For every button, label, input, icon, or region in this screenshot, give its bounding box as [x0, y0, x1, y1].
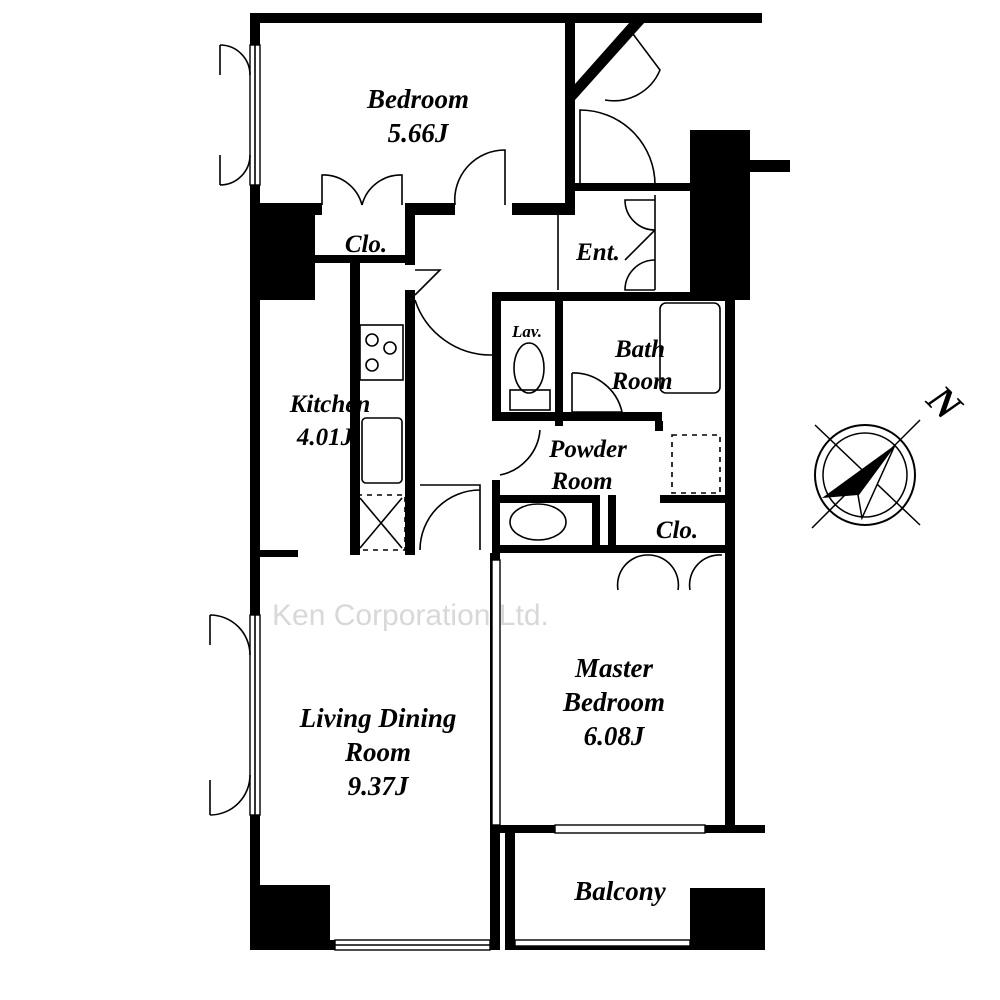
kitchen-name: Kitchen [289, 391, 371, 418]
kitchen-size: 4.01J [296, 424, 355, 451]
bedroom-name: Bedroom [366, 84, 469, 114]
bath-label-2: Room [610, 368, 672, 395]
living-name-2: Room [344, 737, 411, 767]
bath-label-1: Bath [614, 336, 665, 363]
master-name-1: Master [574, 653, 654, 683]
watermark: Ken Corporation Ltd. [272, 599, 549, 632]
closet-label: Clo. [345, 231, 387, 258]
bedroom-size: 5.66J [388, 118, 450, 148]
walls [250, 13, 790, 950]
master-size: 6.08J [584, 721, 646, 751]
fixtures [356, 302, 721, 551]
master-closet-label: Clo. [656, 517, 698, 544]
living-name-1: Living Dining [299, 703, 457, 733]
room-labels: Bedroom 5.66J Clo. Ent. Lav. Bath Room K… [289, 84, 698, 906]
doors [209, 28, 723, 816]
north-label: N [918, 376, 972, 430]
entrance-label: Ent. [575, 239, 620, 266]
living-size: 9.37J [348, 771, 410, 801]
powder-label-1: Powder [548, 436, 627, 463]
lavatory-label: Lav. [511, 322, 542, 341]
master-name-2: Bedroom [562, 687, 665, 717]
balcony-label: Balcony [573, 876, 667, 906]
powder-label-2: Room [550, 468, 612, 495]
windows [249, 44, 706, 951]
north-compass-icon: N [811, 376, 972, 529]
